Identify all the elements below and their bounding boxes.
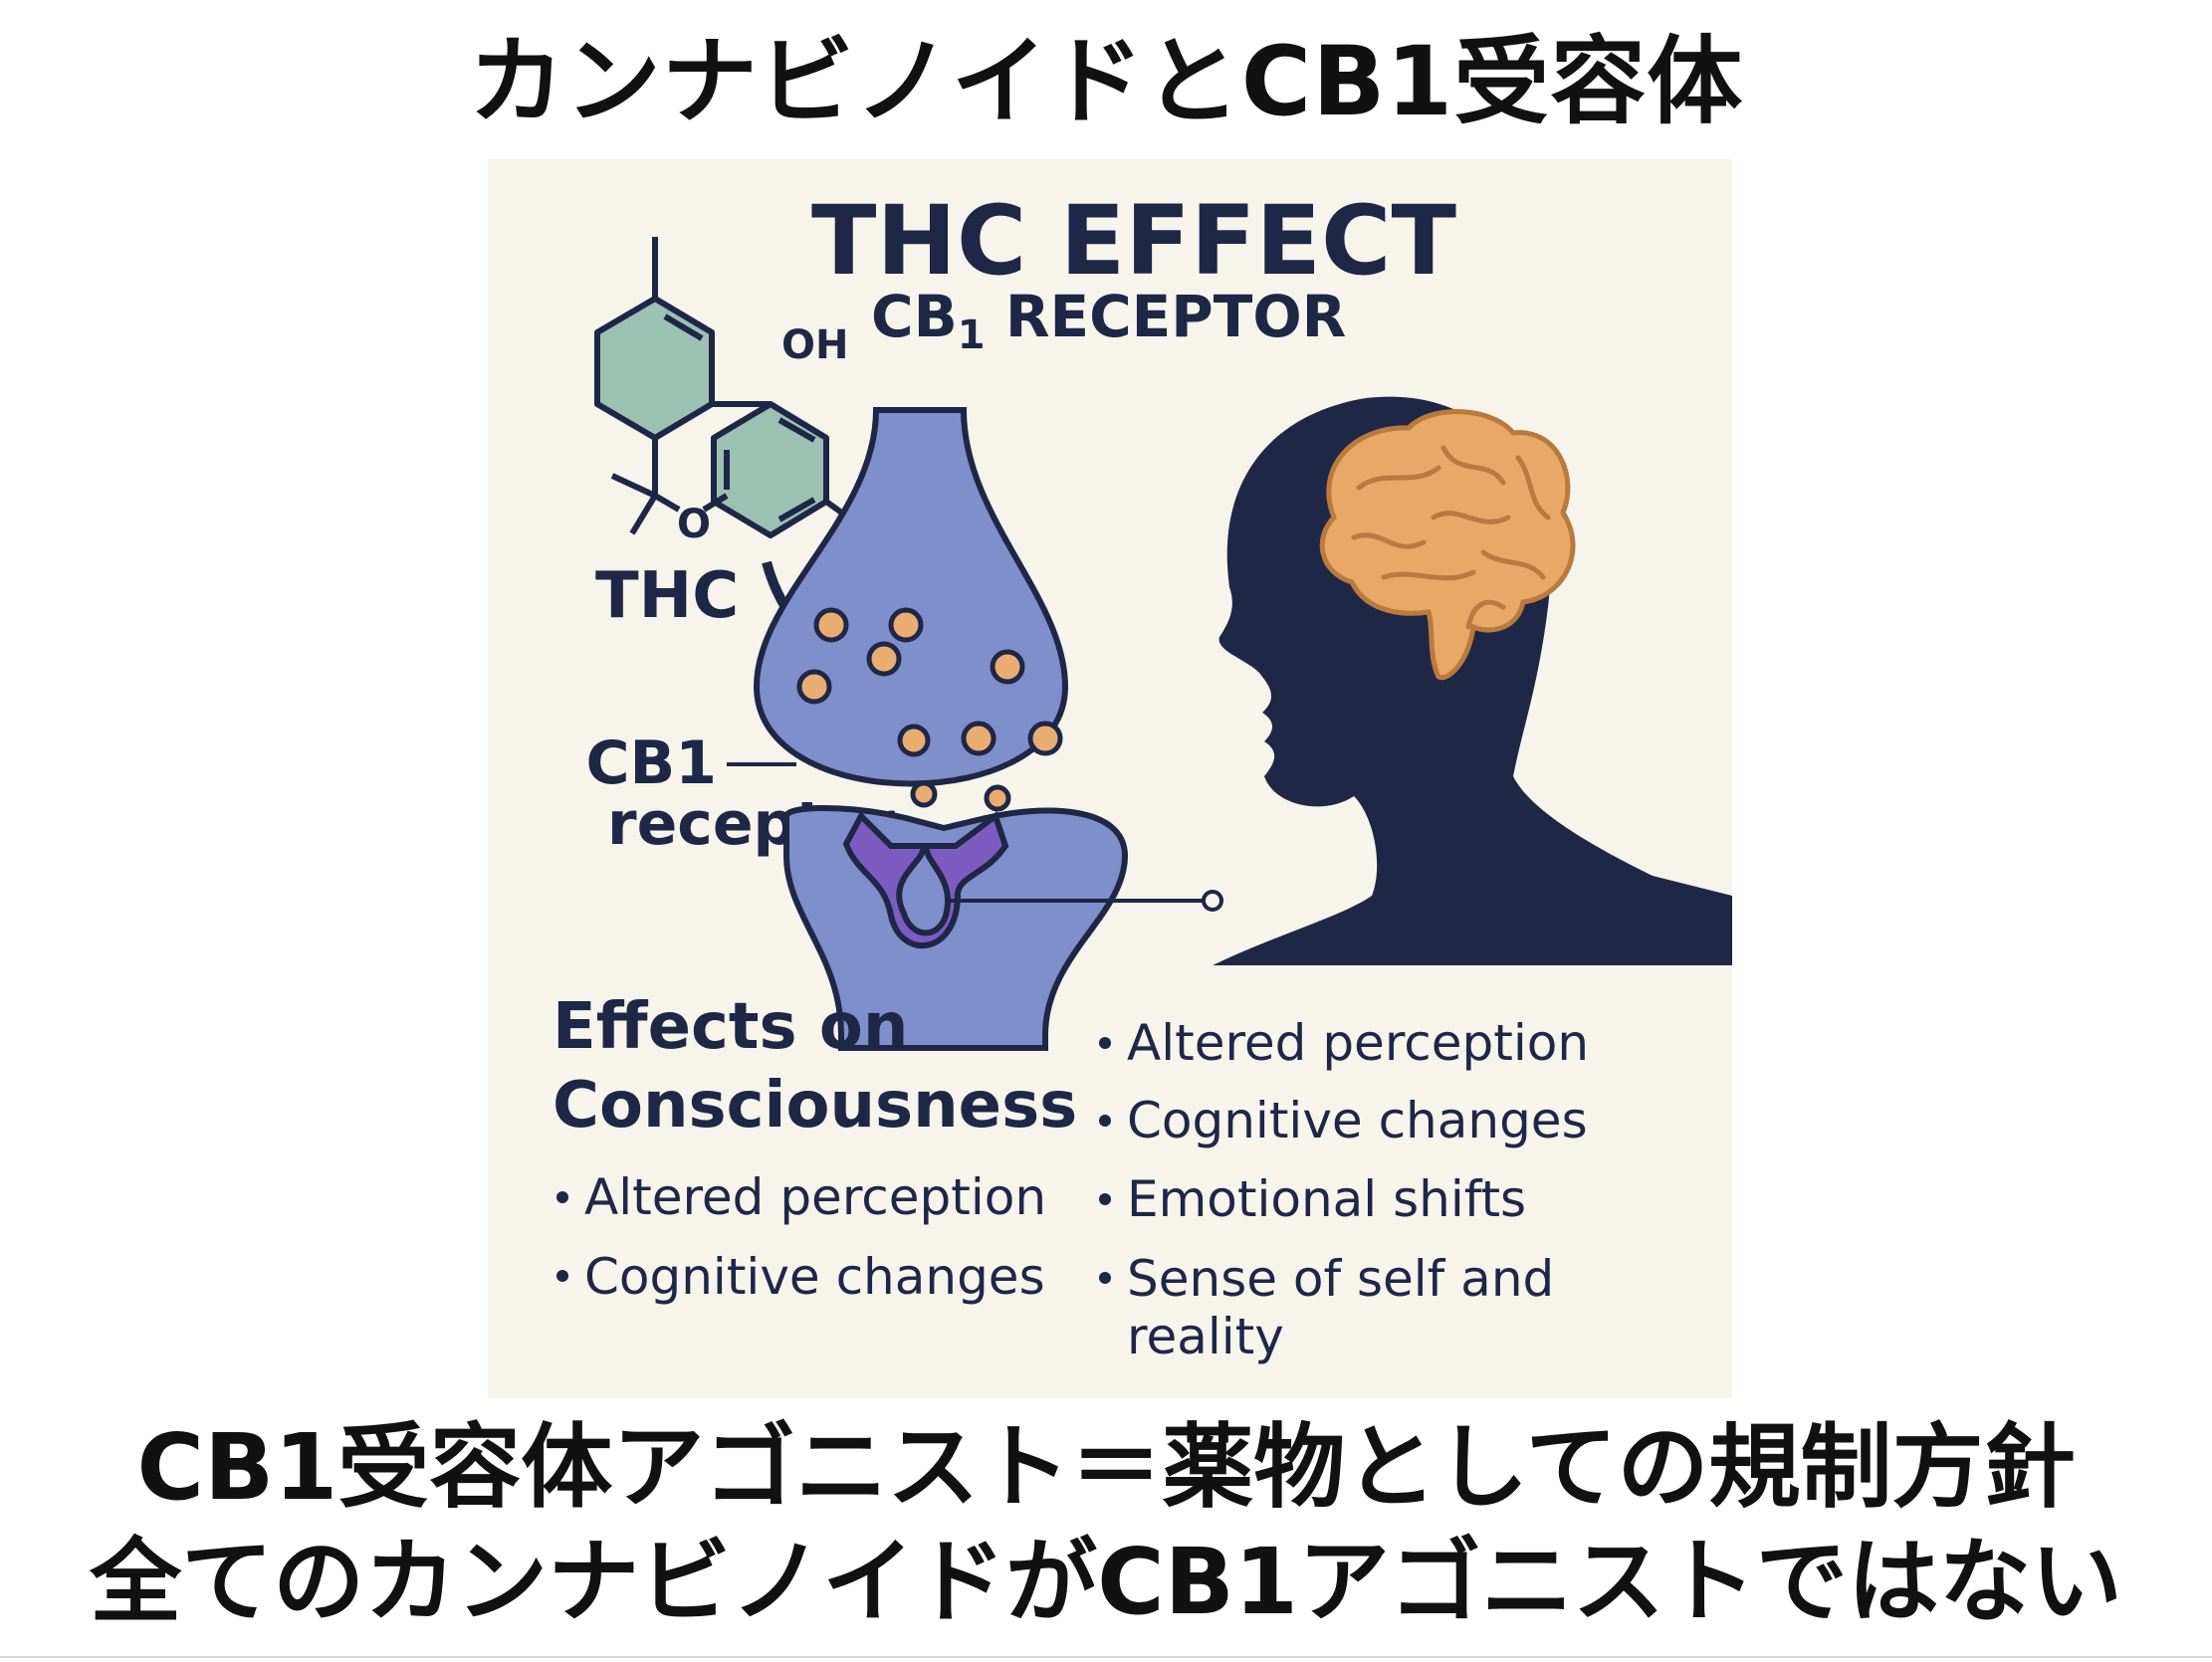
vesicle-dot bbox=[961, 721, 996, 756]
right-bullet: Altered perception bbox=[1127, 1014, 1589, 1072]
cyclohexene-ring bbox=[594, 296, 715, 441]
bullet-dot bbox=[1099, 1115, 1111, 1127]
vesicle-dot bbox=[990, 649, 1025, 685]
methyl-down bbox=[629, 494, 658, 535]
bullet-dot bbox=[556, 1191, 568, 1203]
o-label: O bbox=[677, 502, 711, 547]
caption-line-1: CB1受容体アゴニスト＝薬物としての規制方針 bbox=[136, 1414, 2076, 1521]
brain-icon bbox=[1319, 409, 1576, 681]
left-effects-list: Altered perception Cognitive changes bbox=[556, 1168, 1046, 1306]
bullet-dot bbox=[1099, 1037, 1111, 1049]
vesicle-dot bbox=[910, 780, 938, 808]
vesicle-dot bbox=[813, 607, 849, 643]
vesicle-dot bbox=[796, 669, 832, 705]
methyl-left bbox=[610, 473, 657, 499]
vesicle-dot bbox=[984, 784, 1011, 812]
effects-title-line1: Effects on bbox=[553, 990, 908, 1064]
right-effects-list: Altered perception Cognitive changes Emo… bbox=[1099, 1014, 1589, 1365]
caption-line-2: 全てのカンナビノイドがCB1アゴニストではない bbox=[90, 1529, 2122, 1635]
double-bond bbox=[663, 313, 704, 341]
ether-bond-b bbox=[702, 493, 729, 513]
bullet-dot bbox=[1099, 1272, 1111, 1284]
left-bullet: Altered perception bbox=[584, 1168, 1046, 1226]
vesicle-dot bbox=[1027, 721, 1063, 756]
slide-title: カンナビノイドとCB1受容体 bbox=[468, 26, 1744, 137]
cb1-receptor-protein bbox=[842, 811, 1009, 949]
effects-title-line2: Consciousness bbox=[553, 1069, 1077, 1143]
pointer-end-dot bbox=[1202, 890, 1223, 912]
right-bullet: Cognitive changes bbox=[1127, 1092, 1588, 1149]
oh-label: OH bbox=[781, 322, 848, 368]
right-bullet-continuation: reality bbox=[1127, 1308, 1284, 1365]
benzene-ring bbox=[711, 401, 829, 538]
cb1-label: CB1 bbox=[585, 728, 717, 798]
thc-molecule-icon bbox=[594, 237, 974, 550]
bottom-divider bbox=[0, 1656, 2212, 1658]
vesicle-dot bbox=[888, 607, 924, 643]
bullet-dot bbox=[1099, 1193, 1111, 1205]
thc-label: THC bbox=[595, 559, 739, 633]
aromatic-bond-a bbox=[777, 417, 816, 443]
thc-infographic: THC EFFECT CB1 RECEPTOR OH O THC bbox=[488, 159, 1732, 1398]
vesicle-dot bbox=[897, 724, 931, 757]
vesicle-dot bbox=[866, 641, 902, 677]
infographic-subheading: CB1 RECEPTOR bbox=[871, 283, 1346, 358]
ether-bond-a bbox=[653, 493, 681, 513]
bullet-dot bbox=[556, 1270, 568, 1282]
infographic-heading: THC EFFECT bbox=[811, 185, 1456, 297]
neurotransmitter-dots bbox=[796, 607, 1063, 812]
right-bullet: Sense of self and bbox=[1127, 1250, 1554, 1308]
aromatic-bond-b bbox=[777, 497, 816, 522]
left-bullet: Cognitive changes bbox=[584, 1248, 1045, 1306]
right-bullet: Emotional shifts bbox=[1127, 1170, 1526, 1228]
infographic-canvas: THC EFFECT CB1 RECEPTOR OH O THC bbox=[488, 159, 1732, 1398]
